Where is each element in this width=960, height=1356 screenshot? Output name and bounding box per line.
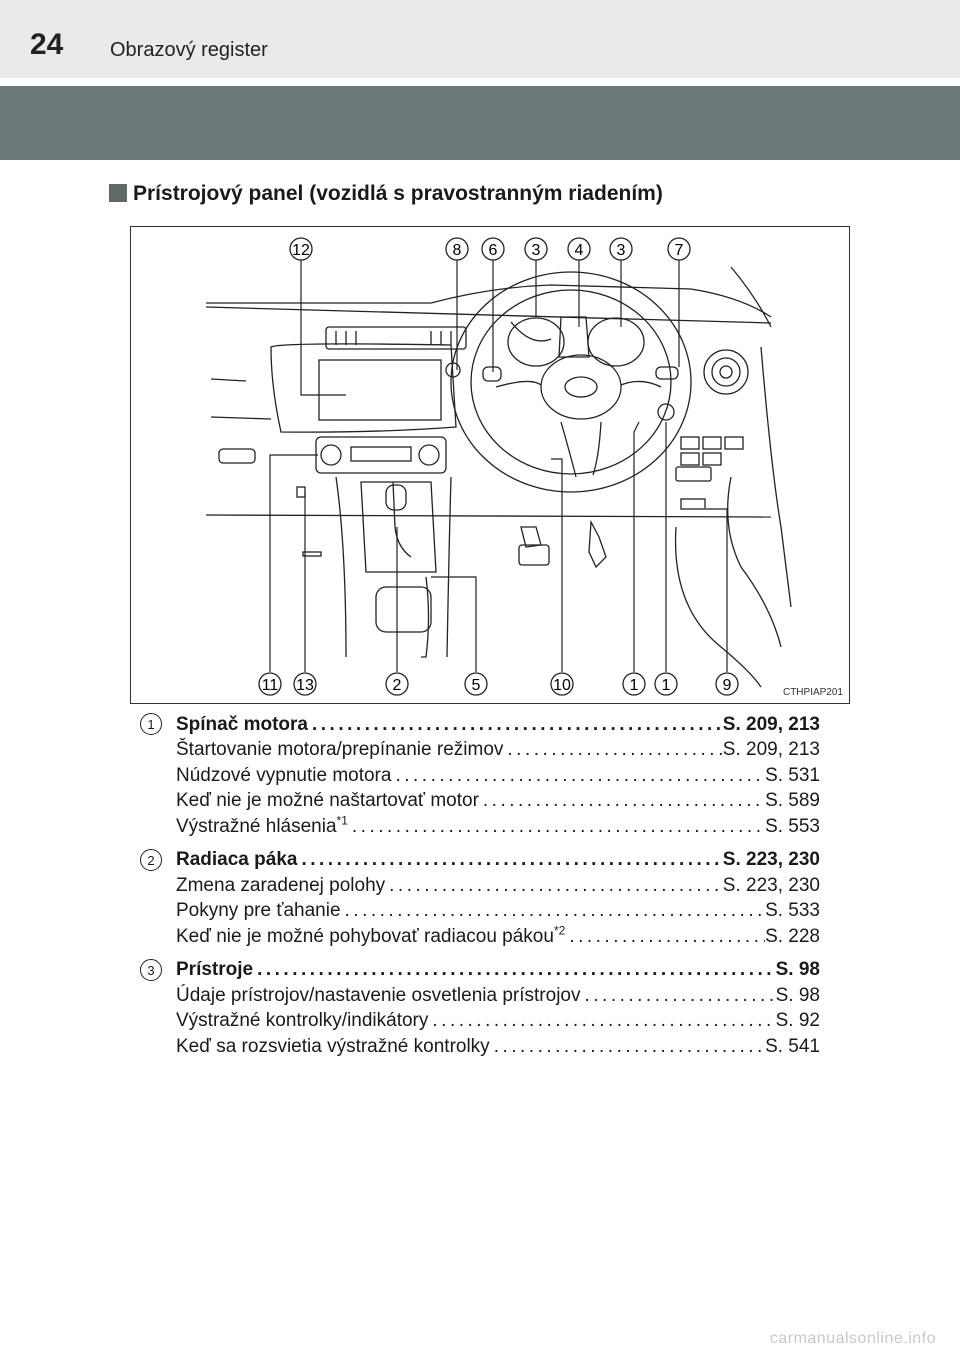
entry-item: Núdzové vypnutie motora.................… <box>176 764 820 786</box>
svg-text:6: 6 <box>489 242 498 259</box>
entry-number: 1 <box>140 713 162 735</box>
svg-text:9: 9 <box>723 677 732 694</box>
entry-heading: Radiaca páka............................… <box>176 849 820 870</box>
entry-number: 2 <box>140 848 162 871</box>
svg-text:3: 3 <box>617 242 626 259</box>
svg-text:11: 11 <box>262 677 279 694</box>
callout-2: 2 <box>385 672 409 696</box>
callout-6: 6 <box>481 237 505 261</box>
callout-1a: 1 <box>622 672 646 696</box>
callout-3b: 3 <box>609 237 633 261</box>
entry-item: Pokyny pre ťahanie......................… <box>176 900 820 921</box>
entry-list: 1 Spínač motora.........................… <box>140 710 820 1066</box>
callout-10: 10 <box>550 672 574 696</box>
entry-item: Údaje prístrojov/nastavenie osvetlenia p… <box>176 984 820 1006</box>
entry-item: Štartovanie motora/prepínanie režimov...… <box>176 739 820 760</box>
svg-text:13: 13 <box>296 677 314 694</box>
callout-3a: 3 <box>524 237 548 261</box>
section-title: Prístrojový panel (vozidlá s pravostrann… <box>109 182 663 206</box>
entry-item: Výstražné kontrolky/indikátory..........… <box>176 1010 820 1031</box>
footnote-mark: *1 <box>336 813 348 828</box>
entry-3: 3 Prístroje.............................… <box>140 956 820 1058</box>
page-number: 24 <box>30 28 64 61</box>
entry-item: Keď sa rozsvietia výstražné kontrolky...… <box>176 1035 820 1057</box>
callout-13: 13 <box>293 672 317 696</box>
dashboard-illustration: 12 8 6 3 4 3 7 11 13 2 5 10 1 1 9 <box>205 237 792 696</box>
callout-5: 5 <box>464 672 488 696</box>
svg-text:3: 3 <box>532 242 541 259</box>
section-title-text: Prístrojový panel (vozidlá s pravostrann… <box>133 182 663 205</box>
entry-1: 1 Spínač motora.........................… <box>140 710 820 838</box>
callout-8: 8 <box>445 237 469 261</box>
entry-item: Keď nie je možné pohybovať radiacou páko… <box>176 923 820 947</box>
dashboard-figure: 12 8 6 3 4 3 7 11 13 2 5 10 1 1 9 CTHPIA… <box>130 226 850 704</box>
section-marker-icon <box>109 184 127 202</box>
callout-11: 11 <box>258 672 282 696</box>
header-band <box>0 86 960 160</box>
svg-text:1: 1 <box>630 677 639 694</box>
entry-item: Keď nie je možné naštartovať motor......… <box>176 790 820 811</box>
svg-text:5: 5 <box>472 677 481 694</box>
svg-text:1: 1 <box>662 677 671 694</box>
callout-9: 9 <box>715 672 739 696</box>
svg-text:7: 7 <box>675 242 684 259</box>
svg-text:12: 12 <box>292 242 310 259</box>
entry-item: Zmena zaradenej polohy..................… <box>176 874 820 896</box>
entry-number: 3 <box>140 958 162 981</box>
callout-12: 12 <box>289 237 313 261</box>
callout-1b: 1 <box>654 672 678 696</box>
callout-4: 4 <box>567 237 591 261</box>
entry-2: 2 Radiaca páka..........................… <box>140 846 820 948</box>
entry-heading: Spínač motora...........................… <box>176 713 820 735</box>
watermark: carmanualsonline.info <box>769 1330 936 1347</box>
running-title: Obrazový register <box>110 39 268 61</box>
figure-code: CTHPIAP201 <box>782 687 843 698</box>
svg-text:10: 10 <box>553 677 571 694</box>
entry-item: Výstražné hlásenia*1....................… <box>176 813 820 837</box>
svg-text:4: 4 <box>575 242 584 259</box>
footnote-mark: *2 <box>553 923 566 938</box>
top-bar <box>0 0 960 78</box>
callout-7: 7 <box>667 237 691 261</box>
svg-text:2: 2 <box>393 677 402 694</box>
entry-heading: Prístroje...............................… <box>176 959 820 980</box>
svg-text:8: 8 <box>453 242 462 259</box>
